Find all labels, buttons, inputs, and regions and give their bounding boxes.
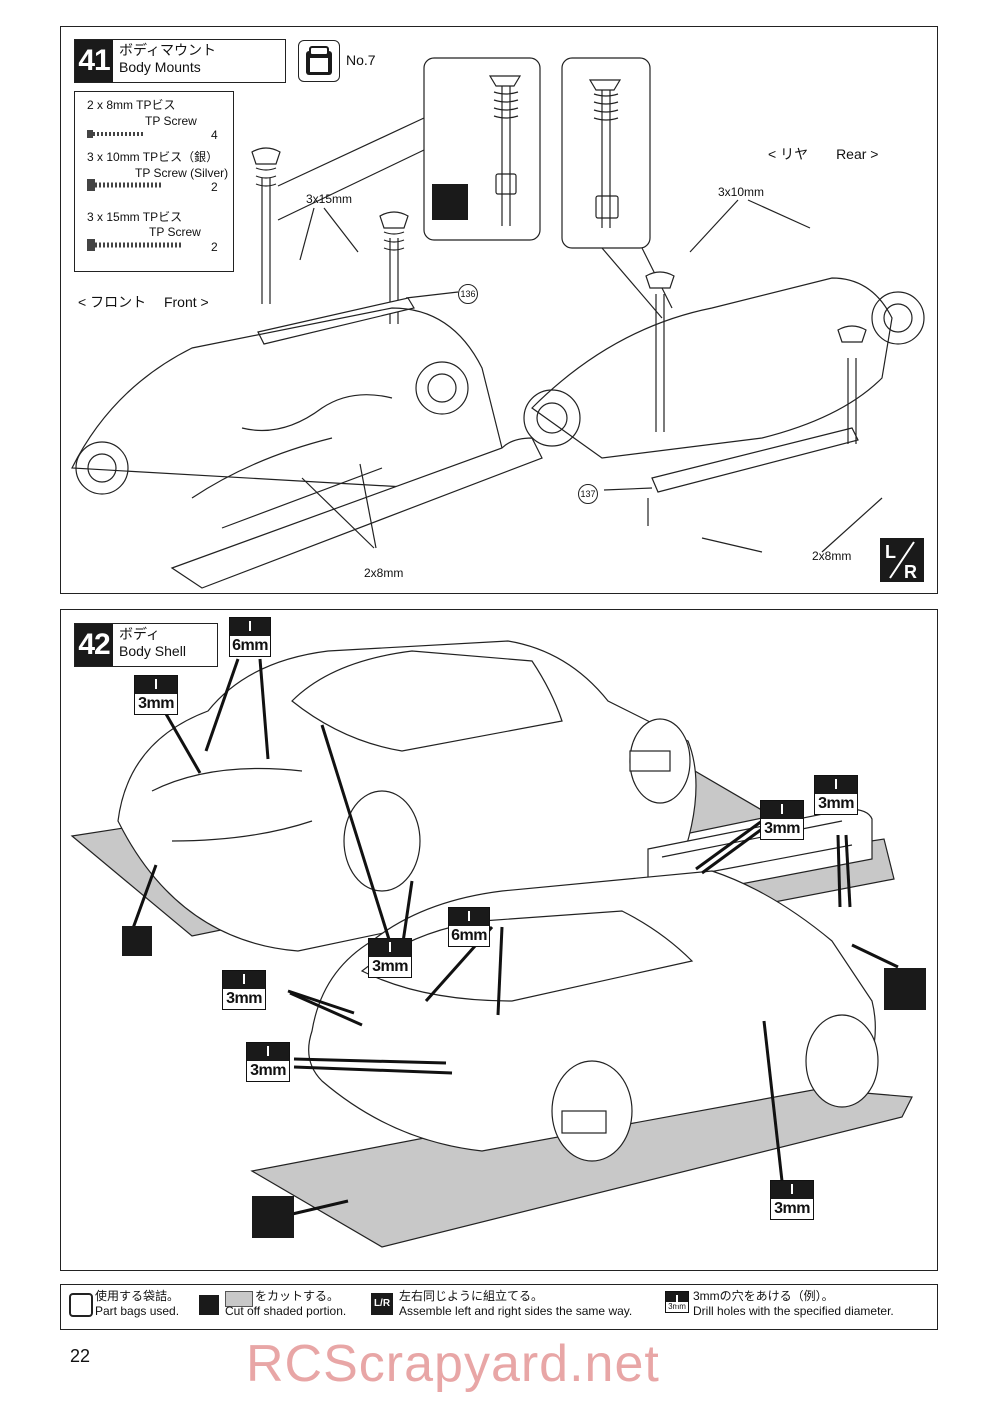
bag-icon xyxy=(69,1293,93,1317)
screw-3-name-en: TP Screw xyxy=(149,225,201,239)
drill-tag: 3mm xyxy=(246,1042,290,1082)
watermark: RCScrapyard.net xyxy=(246,1335,660,1393)
step-41-header: 41 ボディマウント Body Mounts xyxy=(74,39,286,83)
step-number: 41 xyxy=(75,40,113,82)
screw-1-name-jp: 2 x 8mm TPビス xyxy=(87,98,176,112)
screw-1-name-en: TP Screw xyxy=(145,114,197,128)
drill-size: 6mm xyxy=(232,637,268,654)
bag-number: No.7 xyxy=(346,52,376,68)
symbol-legend: 使用する袋詰。 Part bags used. をカットする。 Cut off … xyxy=(60,1284,938,1330)
screw-list: 2 x 8mm TPビス TP Screw 4 3 x 10mm TPビス（銀）… xyxy=(74,91,234,272)
screw-1-qty: 4 xyxy=(211,128,218,142)
screw-icon xyxy=(87,239,183,251)
cut-shaded-icon xyxy=(432,184,468,220)
body-shell-illustration xyxy=(70,640,913,1248)
step-title-en: Body Mounts xyxy=(119,59,201,75)
drill-size: 3mm xyxy=(138,695,174,712)
rear-label: < リヤ Rear > xyxy=(768,146,879,162)
drill-icon: 3mm xyxy=(665,1291,689,1313)
legend-bag-en: Part bags used. xyxy=(95,1304,180,1318)
legend-bag-jp: 使用する袋詰。 xyxy=(95,1289,180,1303)
drill-size: 3mm xyxy=(764,820,800,837)
cut-shaded-icon xyxy=(252,1196,294,1238)
callout-2x8-front: 2x8mm xyxy=(364,566,404,580)
drill-size: 3mm xyxy=(818,795,854,812)
screw-2-name-en: TP Screw (Silver) xyxy=(135,166,229,180)
cut-shaded-icon xyxy=(122,926,152,956)
legend-lr-jp: 左右同じように組立てる。 xyxy=(399,1289,544,1303)
callout-2x8-rear: 2x8mm xyxy=(812,549,852,563)
bag-glyph-icon xyxy=(306,46,332,75)
cut-icon xyxy=(199,1295,219,1315)
front-label: < フロント Front > xyxy=(78,294,209,310)
drill-size: 3mm xyxy=(250,1062,286,1079)
shaded-swatch-icon xyxy=(225,1291,253,1307)
screw-3-qty: 2 xyxy=(211,240,218,254)
screw-2-name-jp: 3 x 10mm TPビス（銀） xyxy=(87,150,219,164)
screw-2-qty: 2 xyxy=(211,180,218,194)
screw-icon xyxy=(87,179,163,191)
drill-tag: 6mm xyxy=(229,617,271,657)
left-right-icon: L/R xyxy=(371,1293,393,1315)
drill-tag: 3mm xyxy=(368,938,412,978)
step-title-jp: ボディマウント xyxy=(119,42,217,58)
drill-size: 6mm xyxy=(451,927,487,944)
chassis-illustration xyxy=(71,57,925,589)
drill-tag: 3mm xyxy=(222,970,266,1010)
drill-tag: 3mm xyxy=(814,775,858,815)
legend-drill-jp: 3mmの穴をあける（例）。 xyxy=(693,1289,834,1303)
drill-size: 3mm xyxy=(372,958,408,975)
drill-tag: 3mm xyxy=(770,1180,814,1220)
part-number-136: 136 xyxy=(458,284,478,304)
drill-tag: 6mm xyxy=(448,907,490,947)
left-right-icon: L R xyxy=(885,541,917,582)
step-title-en: Body Shell xyxy=(119,643,186,659)
cut-shaded-icon xyxy=(884,968,926,1010)
step-42-header: 42 ボディ Body Shell xyxy=(74,623,218,667)
legend-lr-en: Assemble left and right sides the same w… xyxy=(399,1304,633,1318)
callout-3x15: 3x15mm xyxy=(306,192,353,206)
svg-text:L: L xyxy=(885,542,896,562)
drill-size: 3mm xyxy=(226,990,262,1007)
parts-bag-icon xyxy=(298,40,340,82)
drill-tag: 3mm xyxy=(760,800,804,840)
step-number: 42 xyxy=(75,624,113,666)
legend-drill-en: Drill holes with the specified diameter. xyxy=(693,1304,894,1318)
screw-3-name-jp: 3 x 15mm TPビス xyxy=(87,210,183,224)
left-right-badge: L R xyxy=(880,538,924,582)
page-number: 22 xyxy=(70,1346,91,1366)
drill-tag: 3mm xyxy=(134,675,178,715)
drill-size: 3mm xyxy=(774,1200,810,1217)
legend-cut-en: Cut off shaded portion. xyxy=(225,1304,347,1318)
svg-text:R: R xyxy=(904,562,917,582)
callout-3x10: 3x10mm xyxy=(718,185,765,199)
step-title-jp: ボディ xyxy=(119,626,161,642)
legend-cut-jp: をカットする。 xyxy=(255,1289,340,1303)
part-number-137: 137 xyxy=(578,484,598,504)
screw-icon xyxy=(87,130,145,138)
